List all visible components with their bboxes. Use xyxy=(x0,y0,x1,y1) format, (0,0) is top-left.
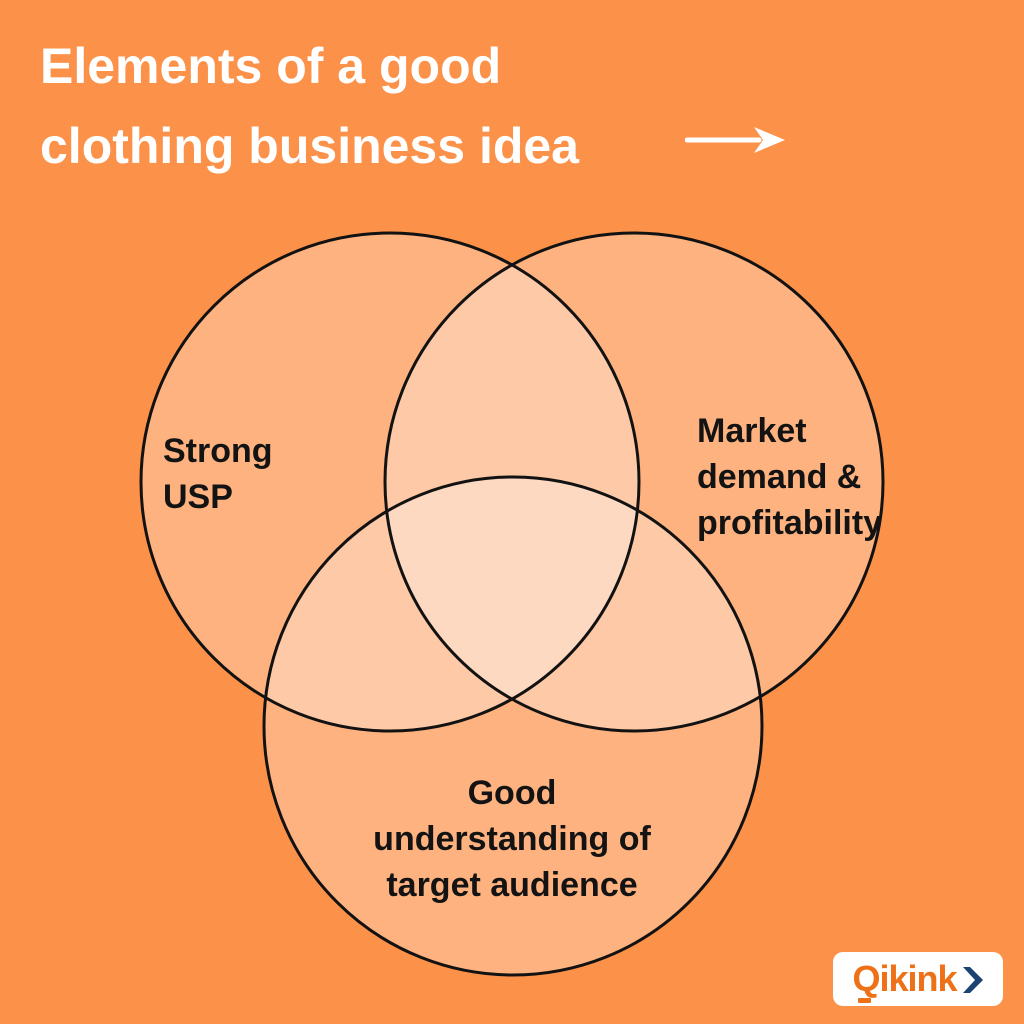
circle-target-audience-outline xyxy=(262,475,764,977)
label-line: USP xyxy=(163,478,233,516)
label-line: Market xyxy=(697,412,807,450)
circle-strong-usp-outline xyxy=(139,231,641,733)
label-line: Good xyxy=(467,774,557,812)
page-title: Elements of a good clothing business ide… xyxy=(40,26,860,186)
qikink-logo-rest: ikink xyxy=(879,958,957,999)
title-line-2: clothing business idea xyxy=(40,118,579,174)
label-market-demand-profitability: Market demand & profitability xyxy=(697,408,882,546)
label-line: understanding of xyxy=(373,820,651,858)
label-line: Strong xyxy=(163,432,273,470)
right-arrow-icon xyxy=(685,127,785,153)
chevron-right-icon xyxy=(962,967,983,993)
circle-target-audience-fill xyxy=(264,477,762,975)
label-line: demand & xyxy=(697,458,862,496)
circle-strong-usp-fill xyxy=(141,233,639,731)
circle-market-demand-outline xyxy=(383,231,885,733)
qikink-logo-q: Q xyxy=(852,958,880,1003)
label-strong-usp: Strong USP xyxy=(163,428,273,520)
label-good-understanding-target-audience: Good understanding of target audience xyxy=(312,770,712,908)
label-line: target audience xyxy=(386,866,638,904)
circle-market-demand-fill xyxy=(385,233,883,731)
title-line-1: Elements of a good xyxy=(40,38,502,94)
label-line: profitability xyxy=(697,504,883,542)
